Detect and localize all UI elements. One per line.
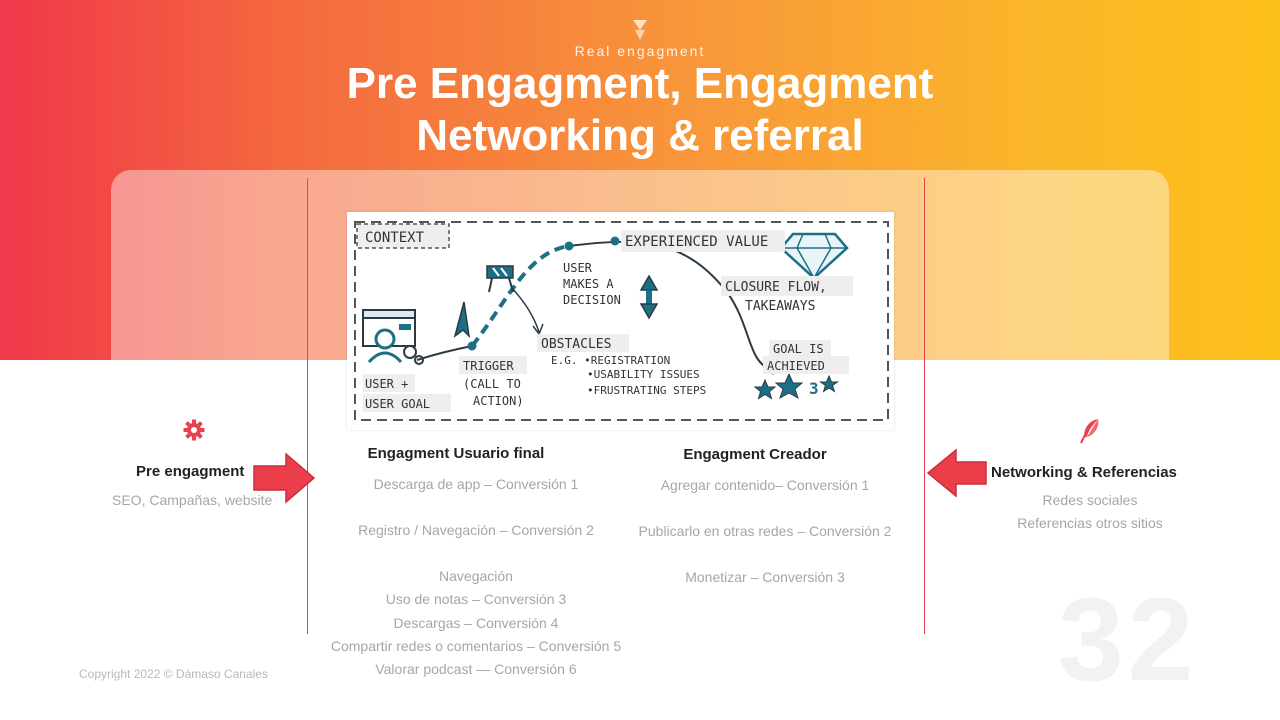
creator-engagment-title: Engagment Creador <box>683 446 827 463</box>
sketch-user-decision-3: DECISION <box>563 293 621 307</box>
sketch-obstacles: OBSTACLES <box>541 337 611 352</box>
left-arrow-icon <box>926 448 987 498</box>
sketch-closure-flow-2: TAKEAWAYS <box>745 299 815 314</box>
sketch-goal-1: GOAL IS <box>773 342 824 356</box>
sketch-user-goal-2: USER GOAL <box>365 397 430 411</box>
copyright-text: Copyright 2022 © Dámaso Canales <box>79 667 268 681</box>
page-number: 32 <box>1058 574 1198 706</box>
user-engagment-item-6: Compartir redes o comentarios – Conversi… <box>330 638 622 654</box>
feather-icon <box>1080 419 1099 444</box>
right-arrow-icon <box>253 452 316 504</box>
user-engagment-item-5: Descargas – Conversión 4 <box>393 615 559 631</box>
slide-title-line2: Networking & referral <box>416 111 864 160</box>
svg-text:3: 3 <box>809 379 819 398</box>
user-engagment-title: Engagment Usuario final <box>367 445 545 462</box>
sketch-closure-flow-1: CLOSURE FLOW, <box>725 280 827 295</box>
sketch-trigger-1: TRIGGER <box>463 359 514 373</box>
networking-title: Networking & Referencias <box>991 464 1177 481</box>
sketch-experienced-value: EXPERIENCED VALUE <box>625 234 768 250</box>
pre-engagment-title: Pre engagment <box>136 463 245 480</box>
pre-engagment-subtitle: SEO, Campañas, website <box>112 492 273 508</box>
networking-line-2: Referencias otros sitios <box>1017 515 1163 531</box>
creator-engagment-item-1: Agregar contenido– Conversión 1 <box>660 477 870 493</box>
slide-title: Pre Engagment, Engagment Networking & re… <box>0 58 1280 162</box>
sketch-obstacles-usability: •USABILITY ISSUES <box>587 368 700 381</box>
sketch-context-label: CONTEXT <box>365 230 425 246</box>
sketch-trigger-3: ACTION) <box>473 394 524 408</box>
sketch-obstacles-eg: E.G. •REGISTRATION <box>551 354 670 367</box>
slide-title-line1: Pre Engagment, Engagment <box>346 59 934 108</box>
sketch-obstacles-frustrating: •FRUSTRATING STEPS <box>587 384 706 397</box>
user-engagment-item-4: Uso de notas – Conversión 3 <box>385 591 567 607</box>
sketch-user-goal-1: USER + <box>365 377 408 391</box>
user-engagment-item-1: Descarga de app – Conversión 1 <box>373 476 579 492</box>
creator-engagment-item-3: Monetizar – Conversión 3 <box>685 569 845 585</box>
engagement-journey-sketch: CONTEXT 3 EXPERIENCED VALUE USER MAKES A… <box>347 212 894 430</box>
left-divider-line <box>307 178 308 634</box>
creator-engagment-item-2: Publicarlo en otras redes – Conversión 2 <box>638 523 892 539</box>
right-divider-line <box>924 178 925 634</box>
sketch-trigger-2: (CALL TO <box>463 377 521 391</box>
gear-icon <box>183 419 205 441</box>
user-engagment-item-3: Navegación <box>439 568 513 584</box>
sketch-user-decision-2: MAKES A <box>563 277 614 291</box>
sketch-user-decision-1: USER <box>563 261 593 275</box>
drop-icon <box>633 20 647 40</box>
user-engagment-item-2: Registro / Navegación – Conversión 2 <box>358 522 594 538</box>
networking-line-1: Redes sociales <box>1042 492 1138 508</box>
slide-kicker: Real engagment <box>574 43 706 59</box>
user-engagment-item-7: Valorar podcast — Conversión 6 <box>375 661 577 677</box>
sketch-goal-2: ACHIEVED <box>767 359 825 373</box>
